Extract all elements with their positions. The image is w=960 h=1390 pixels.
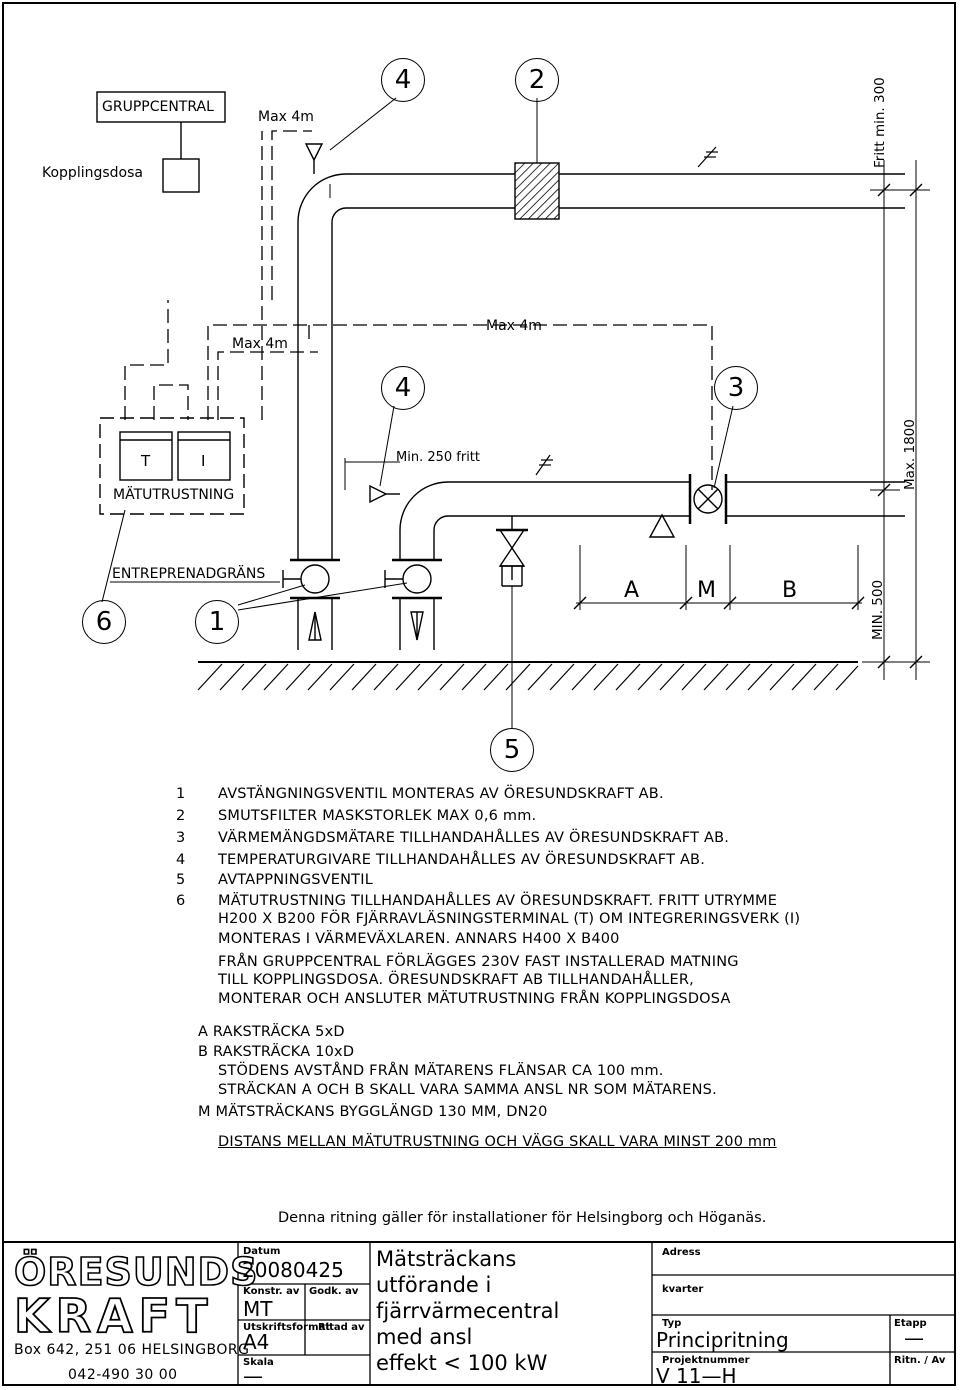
callout-4-top: 4 (381, 58, 425, 102)
ritn-label: Ritn. / Av (894, 1355, 946, 1366)
note-6-line: MONTERAS I VÄRMEVÄXLAREN. ANNARS H400 X … (218, 931, 620, 947)
integrator-i-label: I (201, 452, 206, 470)
note-6-line: FRÅN GRUPPCENTRAL FÖRLÄGGES 230V FAST IN… (218, 954, 739, 970)
note-a: A RAKSTRÄCKA 5xD (198, 1024, 345, 1040)
note-6-line: H200 X B200 FÖR FJÄRRAVLÄSNINGSTERMINAL … (218, 911, 801, 927)
min-500-label: MIN. 500 (870, 579, 886, 640)
dim-m-label: M (697, 578, 716, 603)
callout-5: 5 (490, 728, 534, 772)
max-1800-label: Max. 1800 (902, 419, 918, 490)
dim-b-label: B (782, 578, 798, 603)
godk-label: Godk. av (309, 1286, 359, 1297)
max4m-top-label: Max 4m (258, 109, 314, 125)
company-phone: 042-490 30 00 (68, 1367, 178, 1383)
etapp-label: Etapp (894, 1318, 927, 1329)
kopplingsdosa-label: Kopplingsdosa (42, 165, 143, 181)
min250-label: Min. 250 fritt (396, 450, 481, 465)
note-6-line: MONTERAR OCH ANSLUTER MÄTUTRUSTNING FRÅN… (218, 991, 731, 1007)
kopplingsdosa-box (162, 158, 200, 193)
callout-4-mid: 4 (381, 366, 425, 410)
skala-label: Skala (243, 1357, 274, 1368)
skala-value: — (243, 1364, 263, 1388)
matutrustning-label: MÄTUTRUSTNING (113, 487, 235, 503)
note-b: B RAKSTRÄCKA 10xD (198, 1044, 355, 1060)
gruppcentral-label: GRUPPCENTRAL (102, 99, 214, 115)
fritt-min-300-label: Fritt min. 300 (872, 77, 888, 168)
callout-6: 6 (82, 600, 126, 644)
projnr-label: Projektnummer (662, 1355, 750, 1366)
typ-value: Principritning (656, 1328, 789, 1352)
callout-2: 2 (515, 58, 559, 102)
validity-note: Denna ritning gäller för installationer … (278, 1210, 767, 1226)
datum-value: 20080425 (242, 1258, 344, 1282)
note-b-cont: STÖDENS AVSTÅND FRÅN MÄTARENS FLÄNSAR CA… (218, 1063, 664, 1079)
utskr-value: A4 (243, 1330, 270, 1354)
adress-label: Adress (662, 1247, 701, 1258)
note-b-cont: STRÄCKAN A OCH B SKALL VARA SAMMA ANSL N… (218, 1082, 717, 1098)
utskr-label: Utskriftsformat (243, 1322, 331, 1333)
max4m-mid-label: Max 4m (232, 336, 288, 352)
entreprenadgrans-label: ENTREPRENADGRÄNS (112, 566, 266, 582)
konstr-label: Konstr. av (243, 1286, 300, 1297)
projnr-value: V 11—H (656, 1364, 737, 1388)
max4m-right-label: Max 4m (486, 318, 542, 334)
dim-a-label: A (624, 578, 640, 603)
ritad-label: Ritad av (318, 1322, 365, 1333)
note-6-line: TILL KOPPLINGSDOSA. ÖRESUNDSKRAFT AB TIL… (218, 972, 694, 988)
company-logo: ÖRESUNDS KRAFT (13, 1250, 259, 1343)
kvarter-label: kvarter (662, 1284, 704, 1295)
company-address: Box 642, 251 06 HELSINGBORG (14, 1342, 250, 1358)
datum-label: Datum (243, 1246, 281, 1257)
note-m: M MÄTSTRÄCKANS BYGGLÄNGD 130 MM, DN20 (198, 1104, 548, 1120)
callout-1: 1 (195, 600, 239, 644)
matutrustning-box (99, 417, 245, 515)
typ-label: Typ (662, 1318, 682, 1329)
terminal-t-label: T (141, 452, 151, 470)
gruppcentral-box (96, 91, 226, 123)
distans-note: DISTANS MELLAN MÄTUTRUSTNING OCH VÄGG SK… (218, 1134, 777, 1150)
drawing-title: Mätsträckans utförande i fjärrvärmecentr… (376, 1247, 560, 1375)
etapp-value: — (904, 1326, 924, 1350)
konstr-value: MT (243, 1297, 273, 1321)
callout-3: 3 (714, 366, 758, 410)
